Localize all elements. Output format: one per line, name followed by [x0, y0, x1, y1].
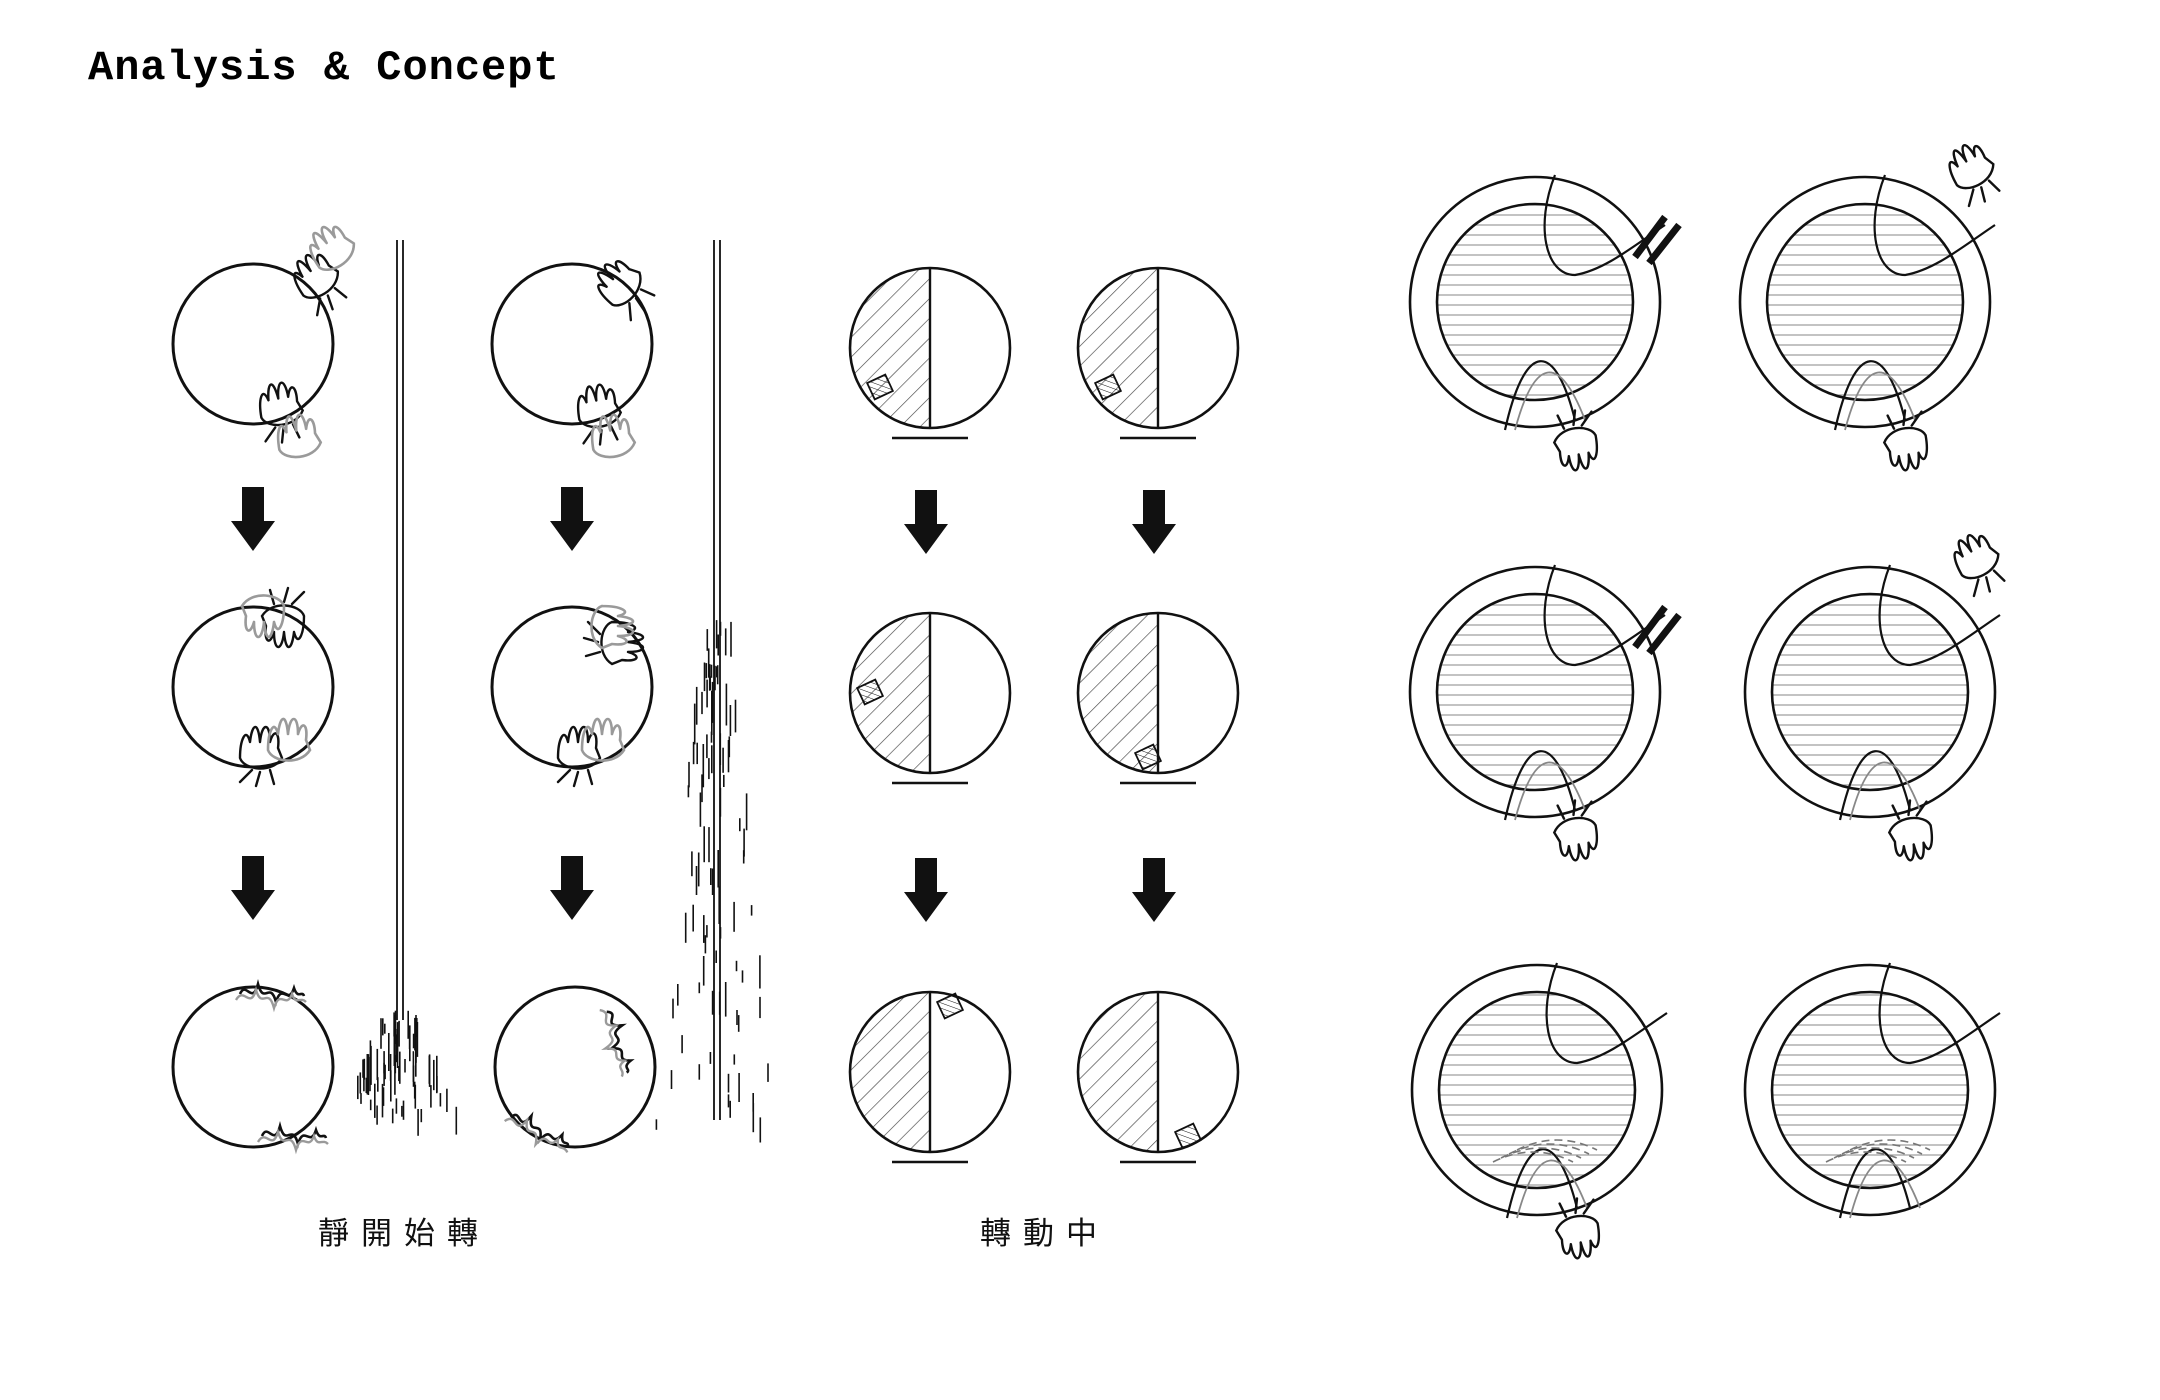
ring-disc [1738, 136, 2009, 475]
ring-disc [1743, 962, 2001, 1219]
hand-icon [1945, 526, 2014, 601]
motion-ripple [1833, 1147, 1915, 1159]
inner-disc [1770, 592, 1970, 792]
caption-static-start: 靜開始轉 [318, 1216, 490, 1252]
hatched-disc [1076, 611, 1240, 785]
down-arrow-icon [904, 490, 948, 554]
position-marker [855, 678, 885, 706]
line-bundle-1 [396, 240, 404, 1020]
hatched-half [850, 992, 930, 1152]
column-b [490, 251, 663, 1160]
lower-grip-curve [1514, 761, 1586, 821]
hatched-half [1078, 992, 1158, 1152]
motion-ripple [1500, 1147, 1582, 1159]
inner-disc [1770, 990, 1970, 1190]
hatched-disc [1076, 990, 1240, 1164]
lower-grip-curve [1838, 750, 1912, 821]
lower-grip-curve [1833, 360, 1907, 431]
column-a [171, 216, 362, 1152]
lower-grip-curve [1503, 360, 1577, 431]
ring-disc [1408, 174, 1679, 475]
hatched-half [850, 268, 930, 428]
hatched-disc [848, 990, 1012, 1164]
hatched-half [850, 613, 930, 773]
down-arrow-icon [1132, 490, 1176, 554]
hand-icon [1878, 406, 1933, 475]
lower-grip-curve [1844, 371, 1916, 431]
outer-ring [1743, 565, 1997, 819]
hand-icon [1548, 796, 1603, 865]
line-bundle-2 [713, 240, 721, 1120]
position-marker [935, 992, 965, 1020]
inner-disc [1435, 202, 1635, 402]
upper-grip-curve [1878, 564, 2001, 667]
upper-grip-curve [1543, 564, 1666, 667]
inner-disc [1437, 990, 1637, 1190]
outer-ring [1738, 175, 1992, 429]
page-title: Analysis & Concept [88, 44, 560, 92]
motion-ripple [1516, 1139, 1598, 1151]
hatched-disc [1076, 266, 1240, 440]
motion-ripple [1849, 1139, 1931, 1151]
lower-grip-curve [1849, 761, 1921, 821]
upper-grip-curve [1873, 174, 1996, 277]
position-marker [865, 373, 895, 401]
lower-grip-curve [1503, 750, 1577, 821]
lower-grip-curve [1505, 1148, 1579, 1219]
upper-grip-curve [1878, 962, 2001, 1065]
position-marker [1093, 373, 1123, 401]
inner-disc [1435, 592, 1635, 792]
caption-rotating: 轉動中 [980, 1216, 1109, 1252]
position-marker [1173, 1122, 1203, 1150]
hand-icon [1940, 136, 2009, 211]
hand-icon [1550, 1194, 1605, 1263]
motion-ripple [1492, 1151, 1574, 1163]
upper-grip-curve [1543, 174, 1666, 277]
down-arrow-icon [904, 858, 948, 922]
hatched-half [1078, 613, 1158, 773]
inner-disc [1765, 202, 1965, 402]
down-arrow-icon [1132, 858, 1176, 922]
motion-ripple [1508, 1143, 1590, 1155]
line-fragments-1 [356, 1010, 458, 1136]
lower-grip-curve [1516, 1159, 1588, 1219]
hatched-half [1078, 268, 1158, 428]
ring-disc [1410, 962, 1668, 1263]
hand-icon [1548, 406, 1603, 475]
rotating-group [848, 266, 1240, 1164]
lower-grip-curve [1514, 371, 1586, 431]
outer-ring [1408, 565, 1662, 819]
outer-ring [1743, 963, 1997, 1217]
outer-ring [1410, 963, 1664, 1217]
lower-grip-curve [1849, 1159, 1921, 1219]
static-start-group [171, 216, 769, 1160]
upper-grip-curve [1545, 962, 1668, 1065]
ring-disc-group [1408, 136, 2014, 1263]
position-marker [1133, 743, 1163, 771]
motion-ripple [1825, 1151, 1907, 1163]
hatched-disc [848, 611, 1012, 785]
motion-ripple [1841, 1143, 1923, 1155]
hand-icon [1883, 796, 1938, 865]
ring-disc [1408, 564, 1679, 865]
line-fragments-2 [655, 620, 769, 1143]
outer-ring [1408, 175, 1662, 429]
lower-grip-curve [1838, 1148, 1912, 1219]
hatched-disc [848, 266, 1012, 440]
ring-disc [1743, 526, 2014, 865]
